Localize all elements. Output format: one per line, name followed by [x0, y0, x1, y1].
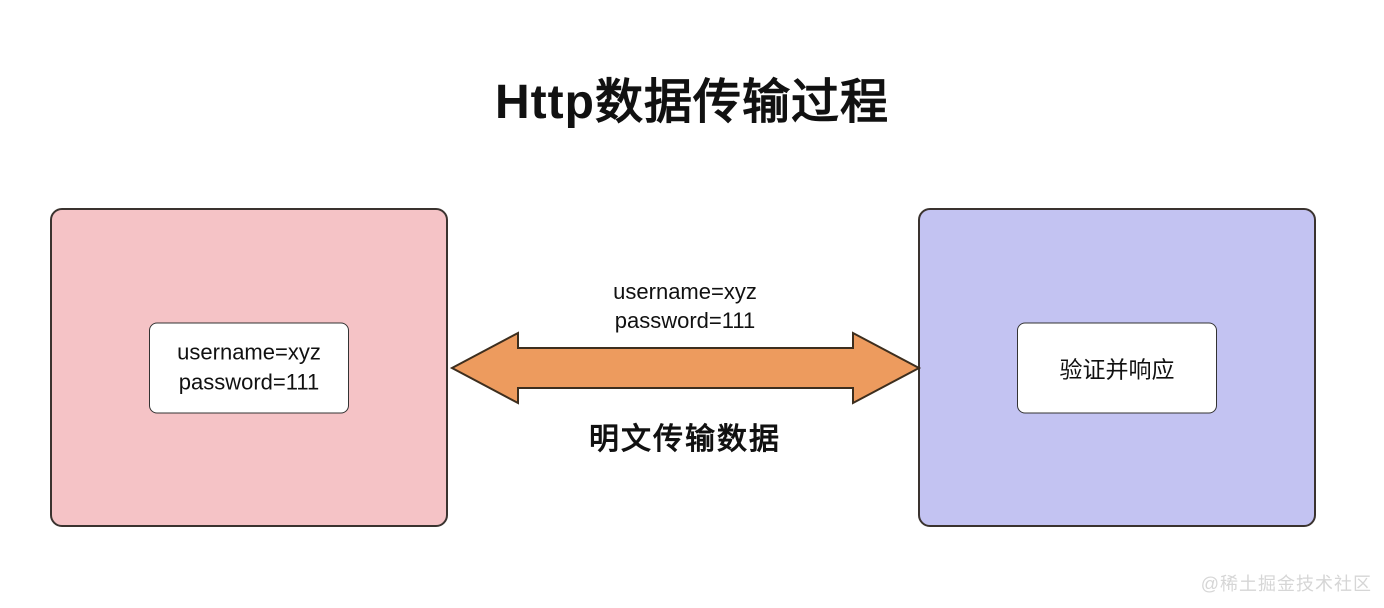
server-response-card: 验证并响应: [1017, 322, 1217, 413]
transfer-payload-text: username=xyz password=111: [560, 277, 810, 335]
transfer-payload-line2: password=111: [614, 308, 756, 333]
server-response-text: 验证并响应: [1059, 356, 1175, 383]
transfer-payload-line1: username=xyz: [613, 279, 757, 304]
client-credentials-card: username=xyz password=111: [149, 322, 349, 413]
client-box: username=xyz password=111: [50, 208, 448, 527]
server-box: 验证并响应: [918, 208, 1316, 527]
client-username-text: username=xyz: [177, 339, 321, 365]
double-arrow-shape: [449, 331, 922, 405]
client-password-text: password=111: [178, 369, 320, 395]
diagram-title: Http数据传输过程: [495, 76, 889, 129]
watermark-text: @稀土掘金技术社区: [1200, 574, 1372, 594]
transfer-caption: 明文传输数据: [589, 423, 781, 456]
